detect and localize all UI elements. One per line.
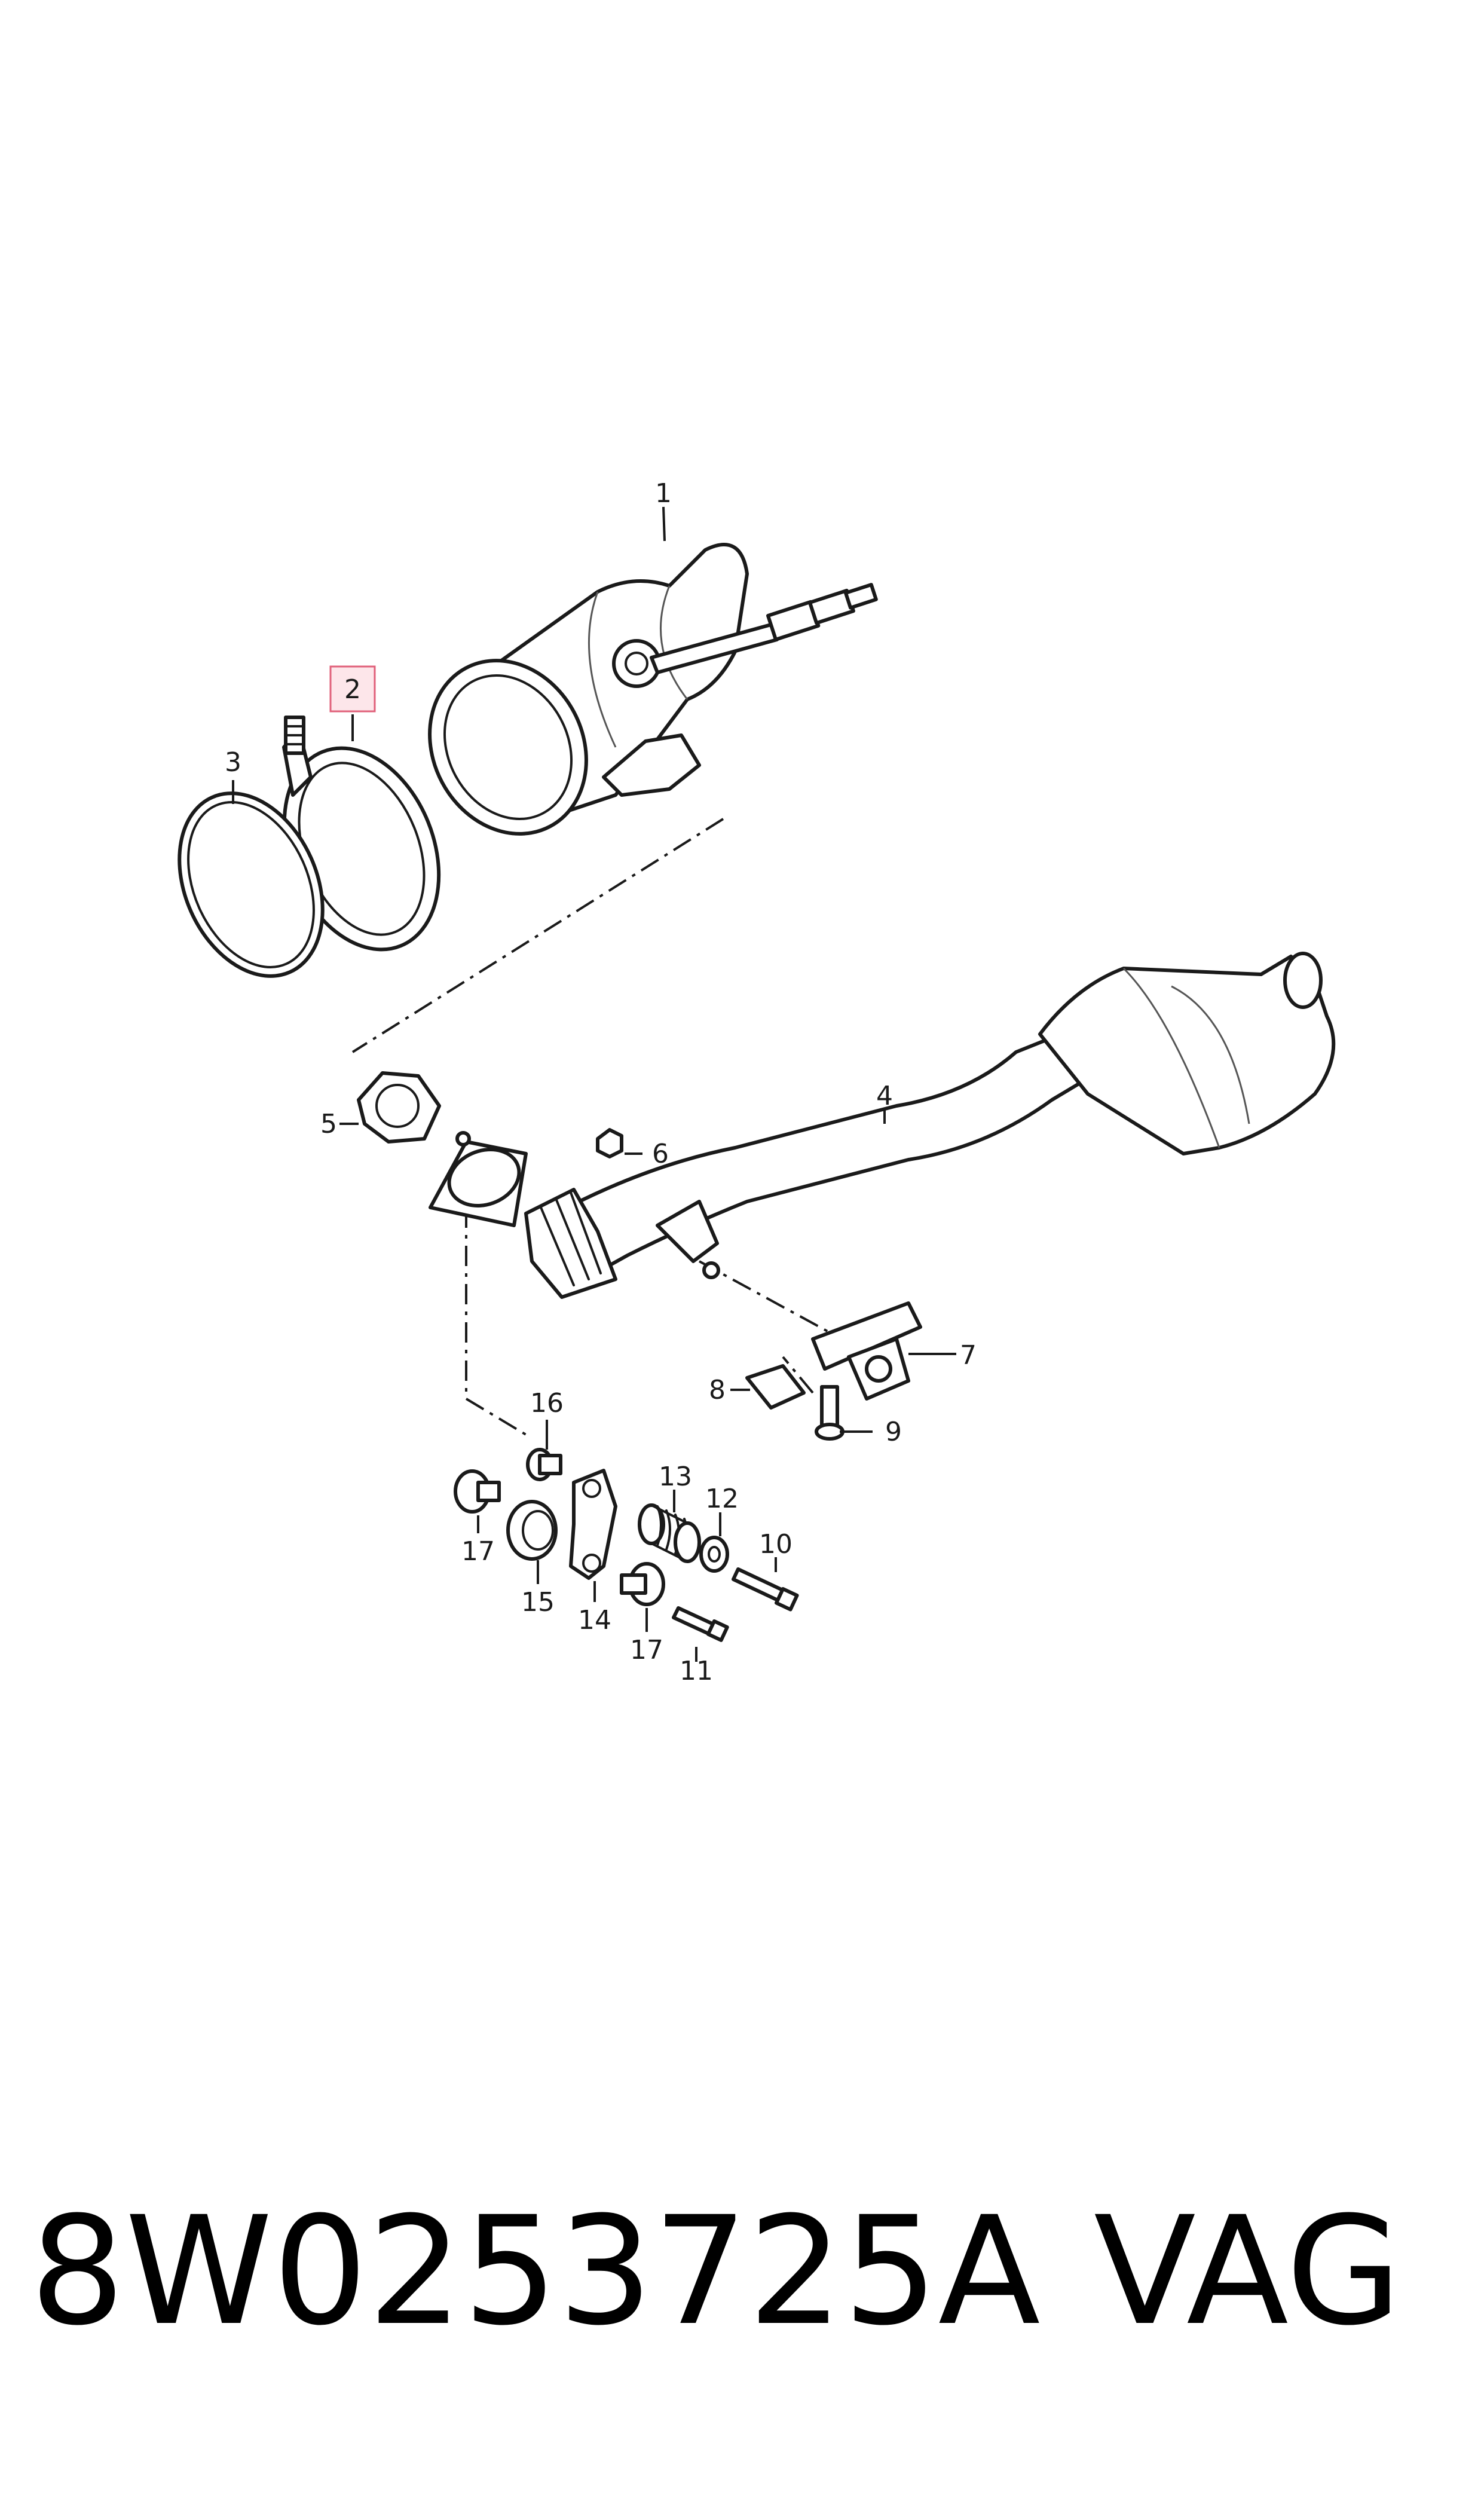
part-9-bolt[interactable] xyxy=(815,1385,844,1441)
callout-15: 15 xyxy=(521,1587,555,1618)
callout-13: 13 xyxy=(659,1462,692,1492)
part-13-spring[interactable] xyxy=(638,1503,701,1563)
callout-11: 11 xyxy=(680,1656,713,1686)
exhaust-parts-diagram: 1 2 3 4 5 6 7 8 9 10 11 12 13 14 15 16 1… xyxy=(152,478,1336,1686)
callout-8: 8 xyxy=(709,1375,726,1405)
part-1-catalytic-converter[interactable] xyxy=(400,543,749,861)
assembly-guide-lines xyxy=(351,818,831,1436)
part-8-clip-nut[interactable] xyxy=(745,1364,806,1410)
part-17-cap-second[interactable] xyxy=(620,1562,665,1606)
leader-lines xyxy=(232,506,956,1662)
part-12-washer[interactable] xyxy=(699,1536,729,1573)
part-15-rubber-mount[interactable] xyxy=(506,1500,558,1561)
part-4-exhaust-pipe[interactable] xyxy=(524,952,1336,1299)
part-7-bracket[interactable] xyxy=(811,1301,922,1401)
footer: 8W0253725A VAG xyxy=(30,2182,1464,2361)
pipe-flange xyxy=(429,1131,528,1227)
part-10-bolt[interactable] xyxy=(732,1567,799,1612)
callout-labels: 1 2 3 4 5 6 7 8 9 10 11 12 13 14 15 16 1… xyxy=(225,478,977,1686)
callout-3: 3 xyxy=(225,747,241,778)
part-6-nut[interactable] xyxy=(596,1128,623,1158)
callout-17: 17 xyxy=(461,1536,495,1567)
callout-7: 7 xyxy=(960,1340,977,1371)
brand-name: VAG xyxy=(1094,2184,1402,2358)
part-number: 8W0253725A xyxy=(30,2184,1041,2358)
callout-5: 5 xyxy=(320,1109,337,1139)
part-17-cap[interactable] xyxy=(454,1469,501,1514)
callout-2-highlight-box xyxy=(329,665,376,713)
part-11-bolt[interactable] xyxy=(672,1606,729,1642)
part-16-sleeve[interactable] xyxy=(526,1448,562,1481)
callout-12: 12 xyxy=(705,1484,739,1514)
callout-17-second: 17 xyxy=(630,1635,663,1665)
part-14-hanger[interactable] xyxy=(569,1469,617,1580)
callout-2: 2 xyxy=(344,674,361,705)
callout-6: 6 xyxy=(652,1139,669,1169)
part-5-gasket[interactable] xyxy=(357,1071,441,1144)
callout-4: 4 xyxy=(876,1081,893,1111)
callout-9: 9 xyxy=(885,1417,902,1447)
oxygen-sensor xyxy=(650,583,878,674)
callout-16: 16 xyxy=(530,1388,564,1419)
callout-1: 1 xyxy=(655,478,672,509)
callout-14: 14 xyxy=(578,1605,611,1635)
part-3-seal-ring[interactable] xyxy=(152,771,350,999)
callout-10: 10 xyxy=(759,1529,793,1560)
